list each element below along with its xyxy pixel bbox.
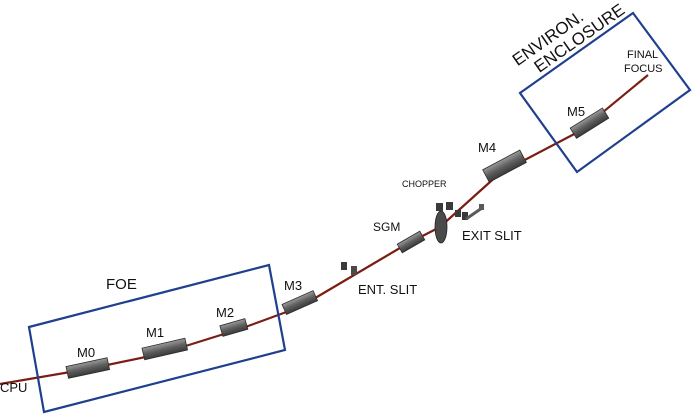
mirror-m1 [141,337,189,361]
label-final-focus-line1: FINAL [627,49,658,61]
mirror-m4 [482,149,527,183]
environ-enclosure-box [518,11,692,174]
label-m5: M5 [567,104,585,119]
mirror-m0 [65,357,111,379]
label-foe: FOE [106,276,137,293]
beam-path [0,74,649,386]
label-cpu: CPU [0,380,27,395]
label-m4: M4 [478,140,496,155]
foe-enclosure-box [27,263,287,414]
label-exit-slit: EXIT SLIT [462,228,522,243]
sgm-grating [396,230,426,254]
mirror-m3 [281,290,319,316]
label-m0: M0 [77,345,95,360]
label-final-focus-line2: FOCUS [624,63,663,75]
mirror-m2 [219,318,249,337]
entrance-slit [341,262,357,275]
exit-slit [462,204,484,221]
label-m2: M2 [216,305,234,320]
label-sgm: SGM [373,220,400,234]
chopper [434,202,461,244]
mirror-m5 [569,107,610,139]
label-m1: M1 [146,325,164,340]
label-m3: M3 [284,278,302,293]
label-chopper: CHOPPER [402,179,447,189]
label-ent-slit: ENT. SLIT [358,282,417,297]
